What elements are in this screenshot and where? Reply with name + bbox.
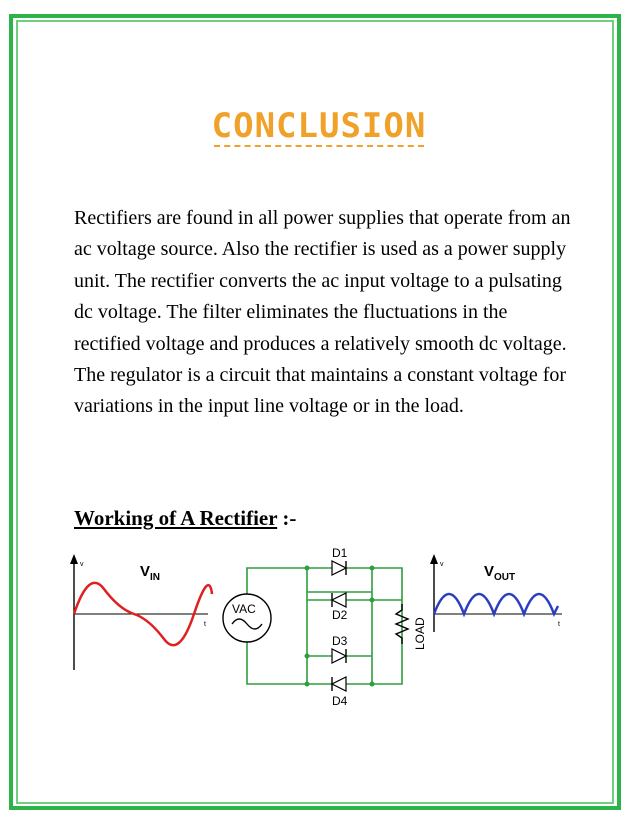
diode-d4: D4 <box>330 676 348 708</box>
page-border-outer <box>9 14 621 810</box>
vout-label: VOUT <box>484 563 515 583</box>
section-heading-text: Working of A Rectifier <box>74 506 278 530</box>
vin-label: VIN <box>140 563 160 583</box>
diode-d3: D3 <box>331 634 348 664</box>
vout-axis-t-label: t <box>558 621 560 628</box>
diode-d1-label: D1 <box>332 546 348 560</box>
diode-d1: D1 <box>331 546 348 576</box>
junction-dots <box>304 565 375 687</box>
source-label: VAC <box>232 602 256 616</box>
title-underline <box>214 145 424 147</box>
vout-rectified-wave <box>432 592 560 618</box>
load-resistor: LOAD <box>394 604 427 650</box>
diode-d2: D2 <box>330 592 348 622</box>
page-title: CONCLUSION <box>211 106 427 146</box>
vout-axis-v-label: v <box>440 561 444 568</box>
section-heading-suffix: :- <box>277 506 297 530</box>
section-heading: Working of A Rectifier :- <box>74 505 296 531</box>
vin-axis-t-label: t <box>204 621 206 628</box>
load-label: LOAD <box>413 617 427 650</box>
ac-source: VAC <box>222 593 272 643</box>
vout-y-arrow <box>430 554 438 564</box>
rectifier-circuit-diagram: v t VIN VAC D1 D2 D3 <box>70 546 562 708</box>
diode-d2-label: D2 <box>332 608 348 622</box>
vin-y-arrow <box>70 554 78 564</box>
input-waveform-plot: v t VIN <box>70 554 214 670</box>
vin-sine-wave <box>72 581 214 647</box>
conclusion-paragraph: Rectifiers are found in all power suppli… <box>74 207 571 418</box>
vin-axis-v-label: v <box>80 561 84 568</box>
diode-d3-label: D3 <box>332 634 348 648</box>
output-waveform-plot: v t VOUT <box>430 554 562 632</box>
diode-d4-label: D4 <box>332 694 348 708</box>
page-border-inner <box>16 20 614 804</box>
